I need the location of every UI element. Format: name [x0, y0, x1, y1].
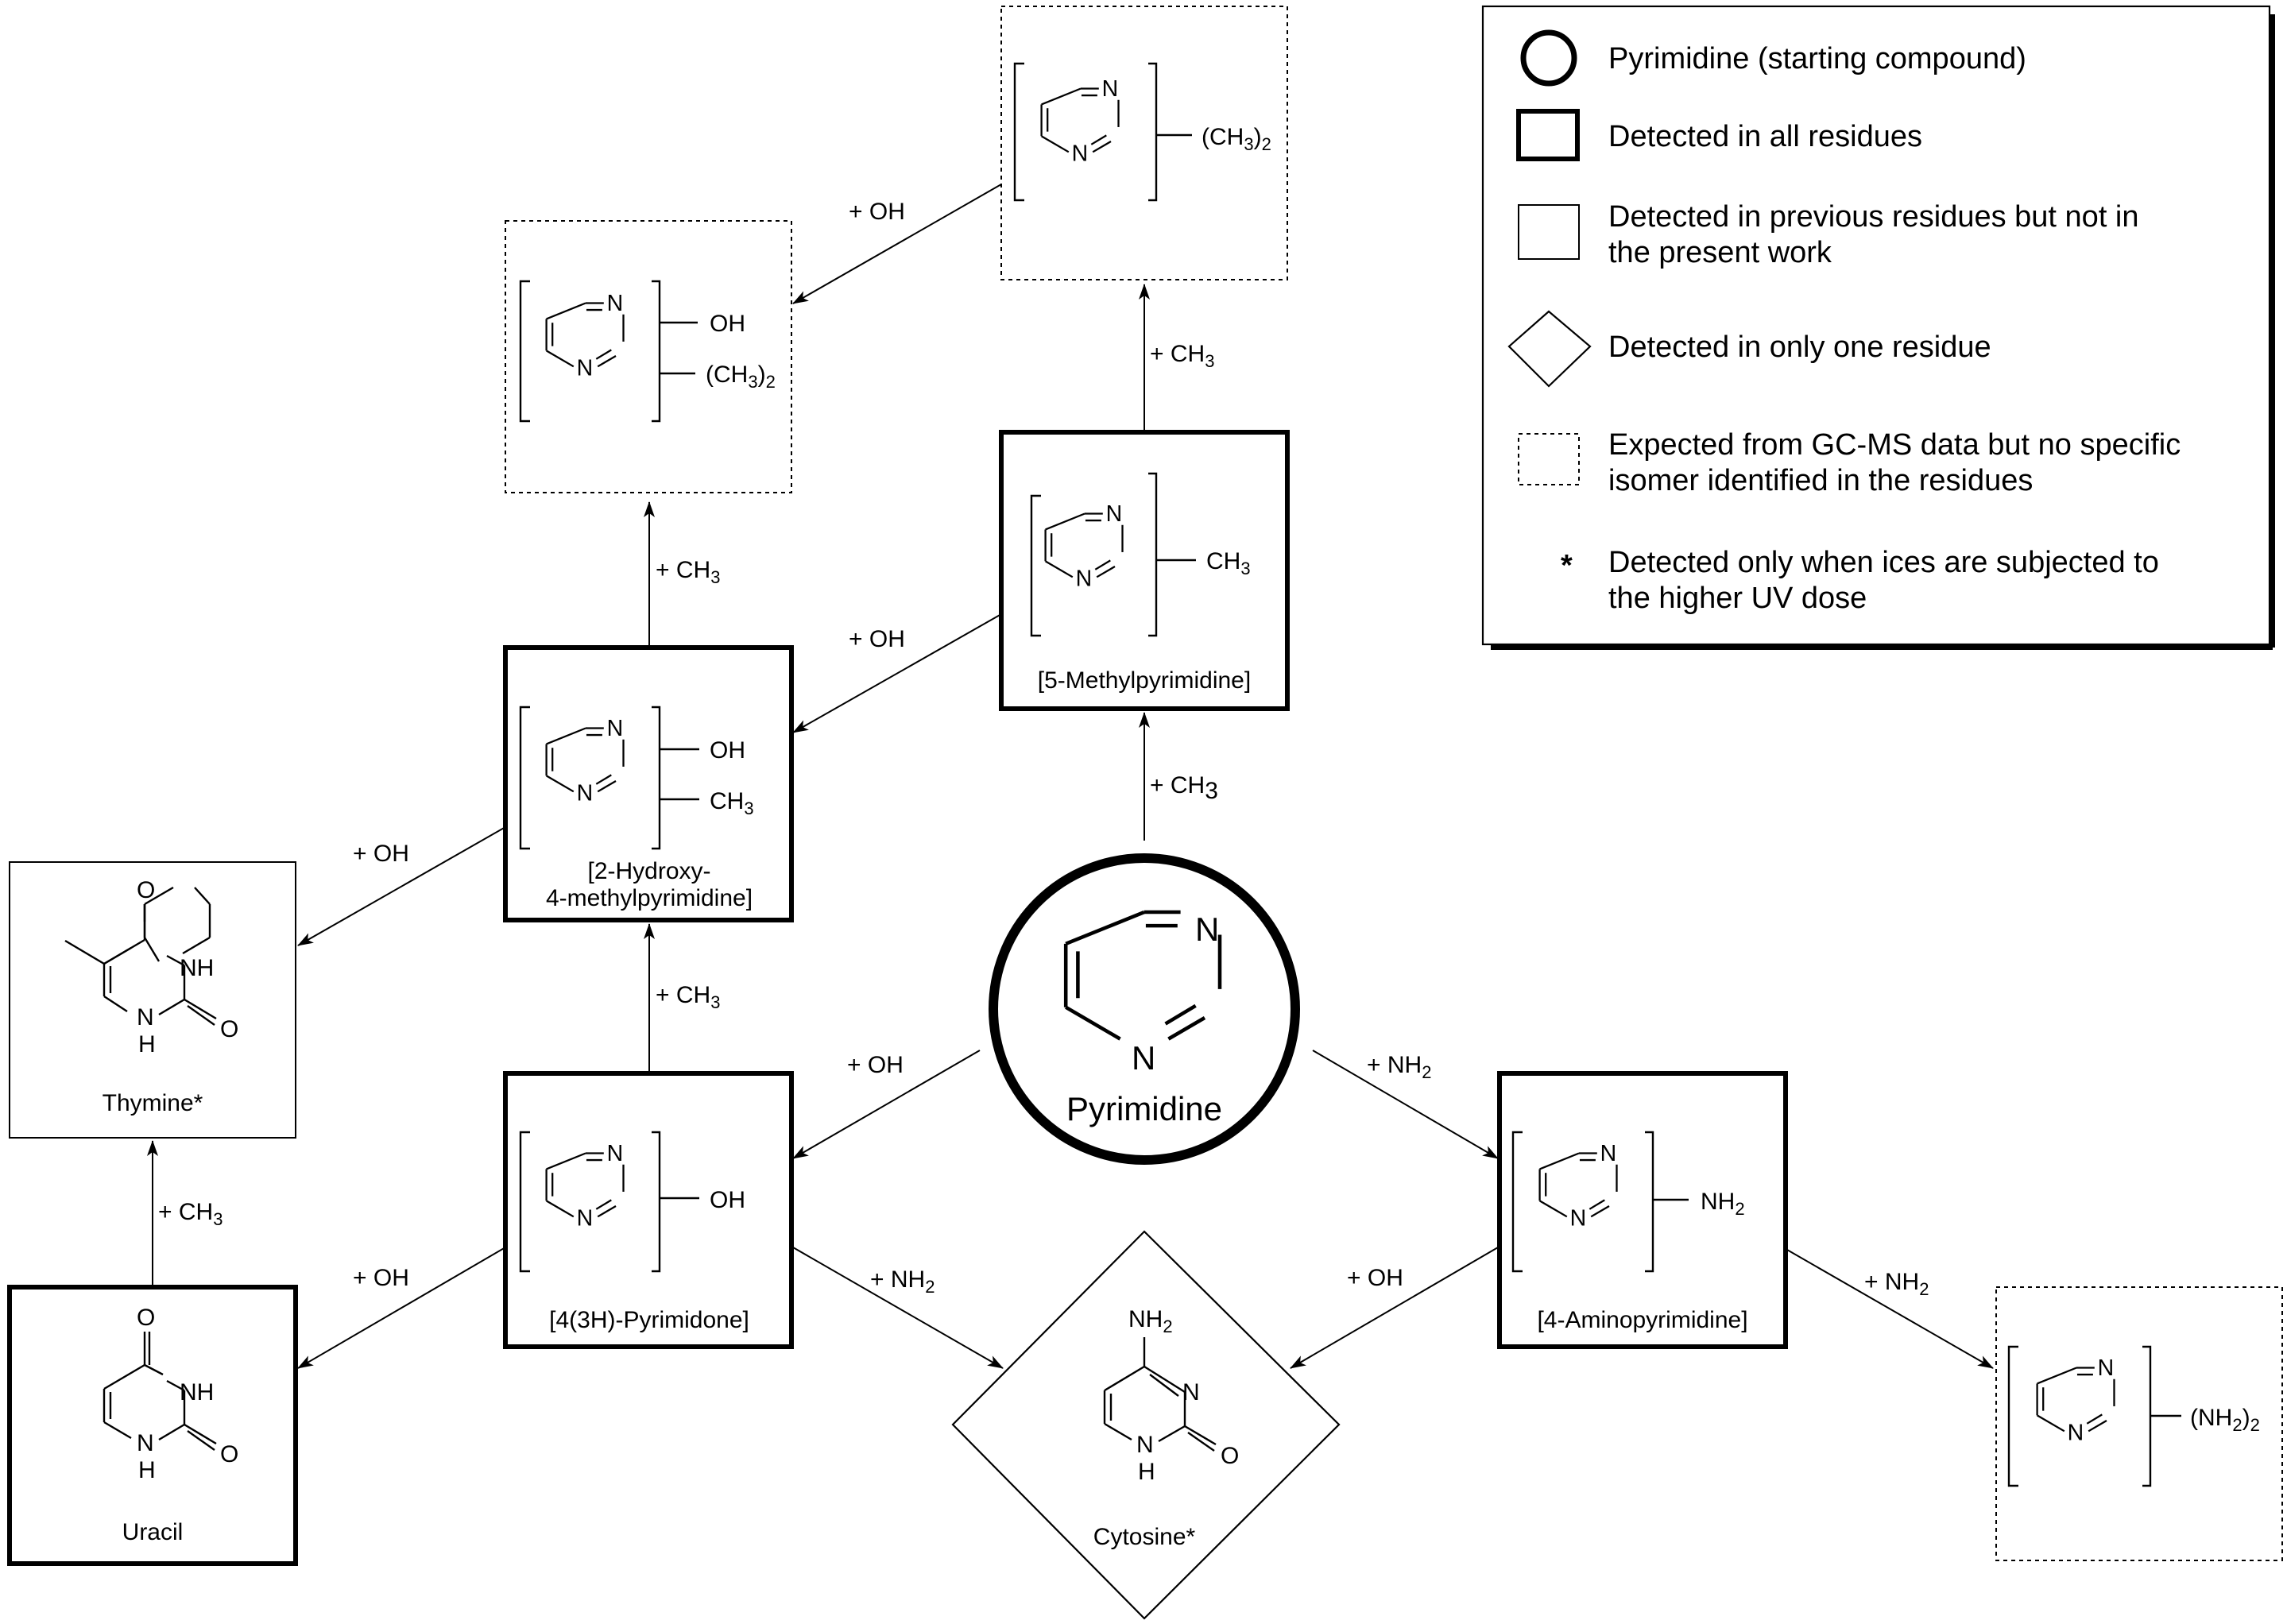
hydroxymethyl-substituent-oh: OH — [710, 737, 745, 764]
step-labels: + CH3 + CH3 + OH + OH + CH3 + OH + CH3 +… — [158, 199, 1929, 1299]
aminopyrimidine-label: [4-Aminopyrimidine] — [1537, 1307, 1747, 1333]
hydroxymethyl-label-2: 4-methylpyrimidine] — [546, 885, 753, 911]
hydroxymethyl-label-1: [2-Hydroxy- — [587, 858, 710, 884]
node-hydroxydimethylpyrimidine: OH (CH3)2 — [505, 220, 792, 493]
step-label-plus-oh-3: + OH — [353, 841, 409, 867]
node-diaminopyrimidine: (NH2)2 — [1995, 1286, 2283, 1561]
step-label-plus-oh-5: + OH — [353, 1265, 409, 1291]
pyrimidone-substituent-oh: OH — [710, 1187, 745, 1213]
hydroxydimethyl-substituent-oh: OH — [710, 311, 745, 337]
step-label-plus-oh-6: + OH — [1347, 1265, 1403, 1291]
thymine-atom-nh: NH — [180, 955, 214, 981]
uracil-atom-nh: NH — [180, 1379, 214, 1406]
arrow-pyrimidine-to-pyrimidone — [792, 1050, 981, 1159]
arrow-dimethylpyrimidine-to-hydroxydimethyl — [792, 184, 1002, 304]
pyrimidine-ring-n-top: N — [1195, 911, 1219, 948]
step-label-plus-ch3-2: + CH3 — [1150, 341, 1214, 371]
legend-text-one-residue: Detected in only one residue — [1608, 331, 1991, 364]
uracil-atom-o-right: O — [220, 1441, 238, 1467]
step-label-plus-nh2-1: + NH2 — [1367, 1052, 1431, 1082]
node-cytosine: NH2 N O N H Cytosine* — [951, 1230, 1341, 1620]
cytosine-atom-h: H — [1138, 1459, 1155, 1485]
step-label-plus-nh2-2: + NH2 — [870, 1266, 935, 1297]
arrow-pyrimidine-to-aminopyrimidine — [1312, 1050, 1499, 1159]
pyrimidine-label: Pyrimidine — [1066, 1090, 1222, 1127]
thymine-label: Thymine* — [103, 1090, 203, 1116]
dimethylpyrimidine-substituent: (CH3)2 — [1202, 124, 1271, 154]
legend-square-thick-icon — [1516, 109, 1580, 161]
cytosine-atom-o: O — [1221, 1443, 1239, 1469]
arrow-aminopyrimidine-to-diaminopyrimidine — [1786, 1249, 1994, 1369]
arrow-methylpyrimidine-to-hydroxymethyl — [792, 613, 1002, 733]
legend-square-thin-icon — [1518, 204, 1580, 260]
node-pyrimidone: OH [4(3H)-Pyrimidone] — [503, 1071, 794, 1349]
step-label-plus-oh-1: + OH — [849, 199, 905, 225]
pyrimidine-ring-n-bottom: N — [1132, 1039, 1155, 1077]
legend-diamond-icon — [1507, 310, 1592, 388]
legend-text-gcms-2: isomer identified in the residues — [1608, 464, 2033, 497]
node-methylpyrimidine: CH3 [5-Methylpyrimidine] — [999, 430, 1290, 711]
pyrimidone-label: [4(3H)-Pyrimidone] — [549, 1307, 749, 1333]
legend-text-higher-uv-2: the higher UV dose — [1608, 582, 1867, 615]
cytosine-label: Cytosine* — [1093, 1524, 1196, 1550]
legend-circle-thick-icon — [1520, 29, 1577, 87]
legend-text-previous-residues-2: the present work — [1608, 236, 1832, 269]
node-aminopyrimidine: NH2 [4-Aminopyrimidine] — [1497, 1071, 1788, 1349]
step-label-plus-oh-2: + OH — [849, 626, 905, 652]
uracil-atom-h: H — [138, 1457, 156, 1483]
thymine-atom-h: H — [138, 1031, 156, 1058]
node-thymine: O NH O N H Thymine* — [9, 861, 296, 1139]
legend-asterisk-icon: * — [1561, 549, 1573, 582]
reaction-arrows — [147, 184, 1994, 1369]
hydroxydimethyl-substituent-ch3: (CH3)2 — [706, 362, 776, 392]
legend-text-higher-uv-1: Detected only when ices are subjected to — [1608, 546, 2159, 579]
uracil-atom-n: N — [137, 1430, 154, 1456]
node-hydroxymethylpyrimidine: OH CH3 [2-Hydroxy- 4-methylpyrimidine] — [503, 645, 794, 922]
legend-box: Pyrimidine (starting compound) Detected … — [1481, 5, 2275, 650]
node-uracil: O NH O N H Uracil — [7, 1285, 298, 1566]
step-label-plus-nh2-3: + NH2 — [1864, 1269, 1929, 1299]
diaminopyrimidine-substituent: (NH2)2 — [2190, 1405, 2260, 1435]
node-dimethylpyrimidine: (CH3)2 — [1000, 6, 1288, 280]
arrow-pyrimidone-to-cytosine — [792, 1247, 1004, 1369]
thymine-atom-o-right: O — [220, 1016, 238, 1042]
legend-text-starting-compound: Pyrimidine (starting compound) — [1608, 42, 2026, 75]
step-label-plus-ch3-4: + CH3 — [656, 982, 720, 1012]
legend-text-previous-residues-1: Detected in previous residues but not in — [1608, 200, 2139, 234]
step-label-plus-oh-4: + OH — [847, 1052, 904, 1078]
uracil-label: Uracil — [122, 1519, 184, 1545]
legend-text-gcms-1: Expected from GC-MS data but no specific — [1608, 428, 2181, 462]
arrow-pyrimidone-to-uracil — [297, 1247, 506, 1369]
thymine-atom-n: N — [137, 1004, 154, 1030]
uracil-atom-o-top: O — [137, 1305, 155, 1331]
legend-text-all-residues: Detected in all residues — [1608, 120, 1922, 153]
cytosine-atom-nh-n: N — [1136, 1432, 1154, 1458]
methylpyrimidine-label: [5-Methylpyrimidine] — [1038, 667, 1251, 694]
thymine-atom-o-top: O — [137, 877, 155, 903]
arrow-aminopyrimidine-to-cytosine — [1290, 1247, 1499, 1369]
arrow-hydroxymethyl-to-thymine — [297, 826, 506, 946]
step-label-plus-ch3-1: + CH3 — [1150, 772, 1218, 804]
step-label-plus-ch3-5: + CH3 — [158, 1199, 223, 1229]
node-pyrimidine: N N Pyrimidine — [989, 853, 1300, 1165]
cytosine-atom-n: N — [1182, 1379, 1200, 1406]
step-label-plus-ch3-3: + CH3 — [656, 557, 720, 587]
